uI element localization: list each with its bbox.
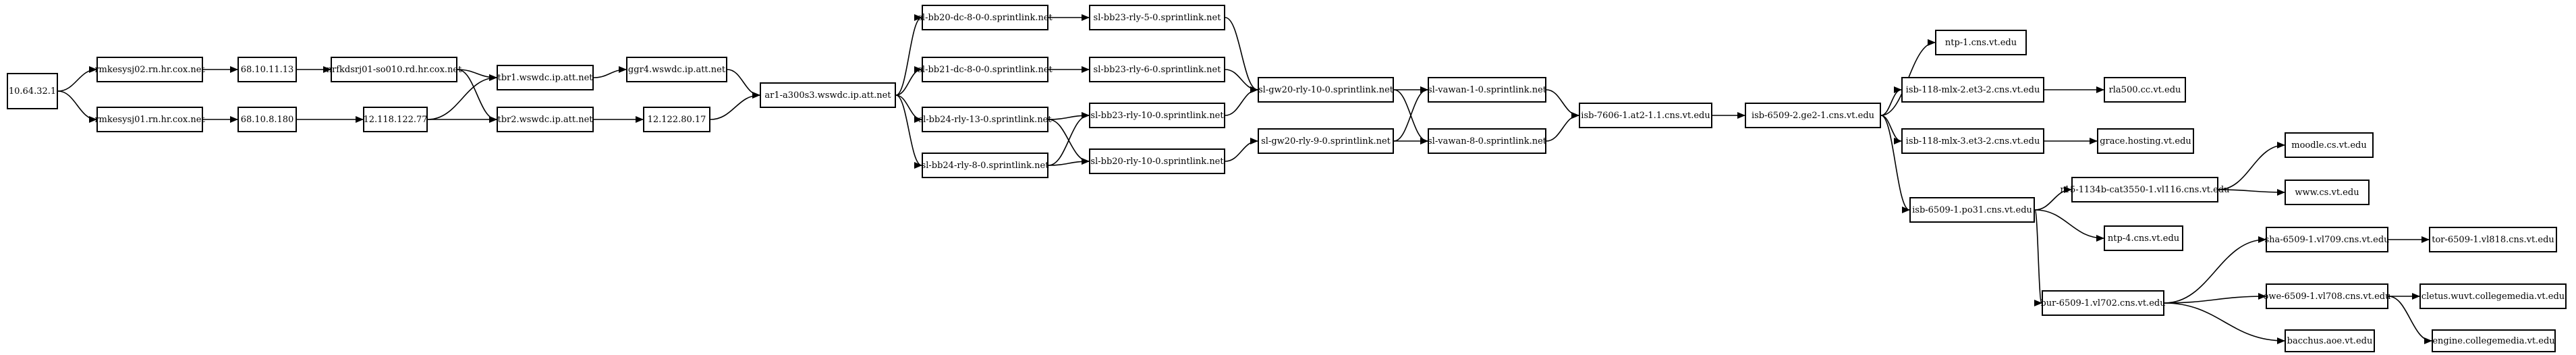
node-grace: grace.hosting.vt.edu — [2097, 128, 2194, 154]
edge-ar1-to-bb24rly13 — [895, 94, 922, 123]
node-vawan8: sl-vawan-8-0.sprintlink.net — [1428, 128, 1546, 154]
node-ip3: 12.118.122.77 — [363, 107, 428, 132]
node-gw20rly9: sl-gw20-rly-9-0.sprintlink.net — [1258, 128, 1394, 154]
edge-vawan8-to-isb7606 — [1546, 112, 1579, 142]
edge-vawan1-to-isb7606 — [1546, 89, 1579, 119]
node-bb24rly13: sl-bb24-rly-13-0.sprintlink.net — [918, 107, 1052, 132]
edge-ar1-to-bb24rly8 — [895, 94, 922, 169]
node-bb21dc: sl-bb21-dc-8-0-0.sprintlink.net — [918, 57, 1053, 82]
node-isb118b: isb-118-mlx-3.et3-2.cns.vt.edu — [1901, 128, 2044, 154]
edge-ggr4-to-ar1 — [727, 69, 760, 99]
edge-ip3-to-tbr1 — [427, 74, 497, 120]
node-owe6509: owe-6509-1.vl708.cns.vt.edu — [2264, 283, 2390, 309]
node-rmk1: rmkesysj02.rn.hr.cox.net — [94, 57, 205, 82]
edge-isb6509p-to-ntp4 — [2034, 209, 2104, 242]
node-moodle: moodle.cs.vt.edu — [2285, 132, 2374, 158]
node-bb23rly6: sl-bb23-rly-6-0.sprintlink.net — [1089, 57, 1225, 82]
node-gw20rly10: sl-gw20-rly-10-0.sprintlink.net — [1258, 77, 1394, 103]
node-vawan1: sl-vawan-1-0.sprintlink.net — [1428, 77, 1546, 103]
edge-bb23rly10-to-gw20rly10 — [1225, 86, 1258, 116]
node-engine: engine.collegemedia.vt.edu — [2432, 329, 2556, 352]
edge-isb6509p-to-bur6509 — [2034, 209, 2042, 306]
edge-isb6509g-to-isb118a — [1880, 86, 1902, 116]
node-tbr2: tbr2.wswdc.ip.att.net — [497, 107, 594, 132]
edge-bb24rly8-to-bb20rly10 — [1048, 158, 1090, 166]
node-isb7606: isb-7606-1.at2-1.1.cns.vt.edu — [1579, 103, 1712, 128]
node-ntp4: ntp-4.cns.vt.edu — [2104, 225, 2183, 251]
node-bb20dc: sl-bb20-dc-8-0-0.sprintlink.net — [918, 5, 1053, 30]
node-rla500: rla500.cc.vt.edu — [2104, 77, 2186, 103]
edge-isb6509p-to-r15 — [2034, 186, 2072, 211]
node-rmk2: rmkesysj01.rn.hr.cox.net — [94, 107, 205, 132]
node-isb6509p: isb-6509-1.po31.cns.vt.edu — [1909, 197, 2035, 223]
edge-bur6509-to-sha6509 — [2164, 236, 2266, 304]
edge-tbr1-to-ggr4 — [593, 66, 627, 78]
edge-isb6509g-to-isb6509p — [1880, 115, 1910, 213]
node-ggr4: ggr4.wswdc.ip.att.net — [626, 57, 727, 82]
edge-bb24rly8-to-bb23rly10 — [1048, 112, 1090, 166]
edge-ar1-to-bb20dc — [895, 14, 922, 96]
node-isb118a: isb-118-mlx-2.et3-2.cns.vt.edu — [1901, 77, 2044, 103]
node-r15: r15-1134b-cat3550-1.vl116.cns.vt.edu — [2060, 177, 2230, 202]
node-bb23rly10: sl-bb23-rly-10-0.sprintlink.net — [1089, 103, 1225, 128]
node-ar1: ar1-a300s3.wswdc.ip.att.net — [760, 82, 896, 108]
node-isb6509g: isb-6509-2.ge2-1.cns.vt.edu — [1745, 103, 1881, 128]
node-cletus: cletus.wuvt.collegemedia.vt.edu — [2419, 283, 2567, 309]
node-tor6509: tor-6509-1.vl818.cns.vt.edu — [2429, 227, 2557, 252]
edge-r15-to-www — [2218, 188, 2285, 196]
node-src: 10.64.32.1 — [7, 73, 58, 109]
node-sha6509: sha-6509-1.vl709.cns.vt.edu — [2264, 227, 2390, 252]
edge-bur6509-to-bacchus — [2164, 302, 2285, 344]
node-bb24rly8: sl-bb24-rly-8-0.sprintlink.net — [922, 153, 1048, 178]
node-bb23rly5: sl-bb23-rly-5-0.sprintlink.net — [1089, 5, 1225, 30]
edge-ar1-to-bb21dc — [895, 66, 922, 96]
edge-src-to-rmk1 — [57, 66, 97, 92]
edge-owe6509-to-engine — [2388, 296, 2432, 344]
edge-src-to-rmk2 — [57, 90, 97, 123]
node-www: www.cs.vt.edu — [2285, 180, 2370, 205]
edge-gw20rly9-to-vawan1 — [1393, 86, 1428, 142]
node-bb20rly10: sl-bb20-rly-10-0.sprintlink.net — [1089, 148, 1225, 174]
node-ip1: 68.10.11.13 — [237, 57, 297, 82]
edge-nrf-to-tbr1 — [457, 69, 497, 81]
edge-r15-to-moodle — [2218, 142, 2285, 190]
node-tbr1: tbr1.wswdc.ip.att.net — [497, 65, 594, 90]
node-bur6509: bur-6509-1.vl702.cns.vt.edu — [2040, 290, 2166, 316]
node-ip2: 68.10.8.180 — [237, 107, 297, 132]
node-ntp1: ntp-1.cns.vt.edu — [1935, 30, 2027, 55]
node-ip4: 12.122.80.17 — [643, 107, 710, 132]
node-bacchus: bacchus.aoe.vt.edu — [2285, 329, 2375, 352]
edge-bb20rly10-to-gw20rly9 — [1225, 138, 1258, 162]
node-nrf: nrfkdsrj01-so010.rd.hr.cox.net — [327, 57, 461, 82]
edge-ip4-to-ar1 — [710, 92, 760, 120]
edge-bur6509-to-owe6509 — [2164, 293, 2266, 304]
